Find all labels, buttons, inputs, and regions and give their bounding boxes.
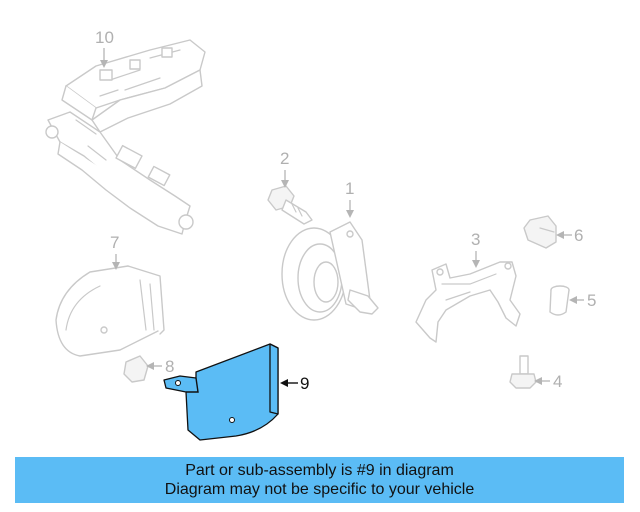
part-5-nut [549,285,570,316]
part-6-clip [523,215,557,249]
callout-5-label: 5 [587,291,596,310]
part-3-bracket [415,261,521,343]
banner-line-2: Diagram may not be specific to your vehi… [164,481,475,498]
callout-10-label: 10 [95,28,114,47]
callout-9: 9 [280,374,309,393]
callout-3-label: 3 [471,230,480,249]
part-7-box [55,265,165,357]
part-8-nut [123,355,149,383]
callout-6-label: 6 [574,226,583,245]
callout-7: 7 [110,233,120,270]
callout-2: 2 [280,149,289,188]
part-10-module [45,39,206,235]
callout-7-label: 7 [110,233,119,252]
callout-2-label: 2 [280,149,289,168]
callout-4: 4 [534,372,562,391]
part-1-horn [281,221,379,321]
callout-8-label: 8 [165,357,174,376]
callout-3: 3 [471,230,480,268]
part-9-bracket-highlighted [163,343,279,441]
callout-6: 6 [556,226,583,245]
callout-1-label: 1 [345,179,354,198]
banner-line-1: Part or sub-assembly is #9 in diagram [185,462,454,479]
part-2-bolt [267,185,313,225]
callout-4-label: 4 [553,372,562,391]
callout-1: 1 [345,179,354,218]
callout-10: 10 [95,28,114,68]
callout-8: 8 [146,357,174,376]
part-4-stud [509,355,537,389]
info-banner: Part or sub-assembly is #9 in diagram Di… [15,457,624,503]
parts-diagram: 10 2 1 3 7 6 5 4 8 [45,28,596,441]
callout-9-label: 9 [300,374,309,393]
callout-5: 5 [569,291,596,310]
